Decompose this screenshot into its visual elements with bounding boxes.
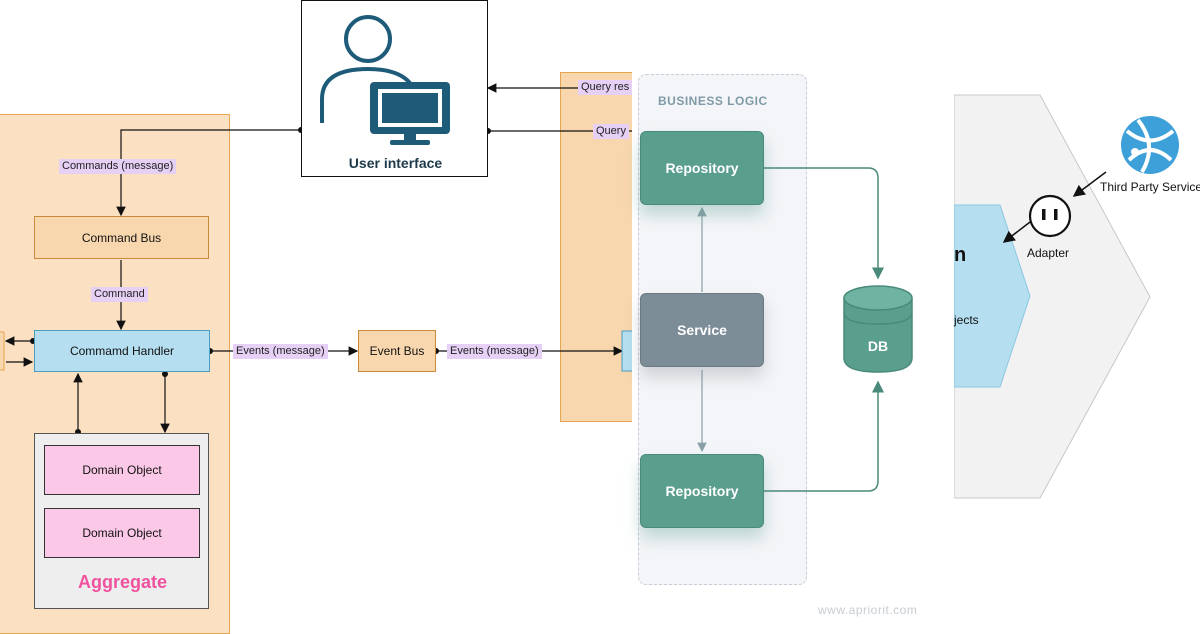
repository-top: Repository — [640, 131, 764, 205]
commands-label: Commands (message) — [59, 159, 177, 174]
command-label: Command — [91, 287, 148, 302]
query-result-label: Query res — [578, 80, 633, 95]
partial-objects-label: jects — [954, 313, 979, 327]
aggregate-container: Domain Object Domain Object Aggregate — [34, 433, 209, 609]
db-cylinder-icon — [843, 285, 913, 373]
command-handler: Commamd Handler — [34, 330, 210, 372]
left-diagram: User interface Command Bus Commamd Handl… — [0, 0, 640, 634]
right-diagram: Third Party Service Adapter n jects — [954, 0, 1200, 630]
user-interface-label: User interface — [348, 155, 443, 171]
adapter-label: Adapter — [1027, 246, 1070, 260]
aggregate-label: Aggregate — [77, 572, 167, 592]
domain-object-1: Domain Object — [44, 445, 200, 495]
user-interface-box: User interface — [301, 0, 488, 177]
service: Service — [640, 293, 764, 367]
middle-diagram: BUSINESS LOGIC DB Repository Service Rep… — [632, 60, 954, 630]
query-label: Query — [593, 124, 629, 139]
third-party-label: Third Party Service — [1100, 180, 1200, 194]
db-label: DB — [867, 338, 889, 354]
watermark: www.apriorit.com — [818, 603, 918, 617]
events-label-1: Events (message) — [233, 344, 328, 359]
domain-object-2: Domain Object — [44, 508, 200, 558]
repository-bottom: Repository — [640, 454, 764, 528]
third-party-globe-icon — [1121, 116, 1179, 174]
middle-connectors — [697, 167, 913, 492]
hexagon-shapes — [954, 94, 1179, 499]
user-computer-icon — [320, 15, 450, 145]
business-logic-title: BUSINESS LOGIC — [658, 94, 768, 108]
events-label-2: Events (message) — [447, 344, 542, 359]
event-bus: Event Bus — [358, 330, 436, 372]
partial-title: n — [954, 244, 967, 266]
command-bus: Command Bus — [34, 216, 209, 259]
adapter-plug-icon — [1028, 194, 1072, 238]
